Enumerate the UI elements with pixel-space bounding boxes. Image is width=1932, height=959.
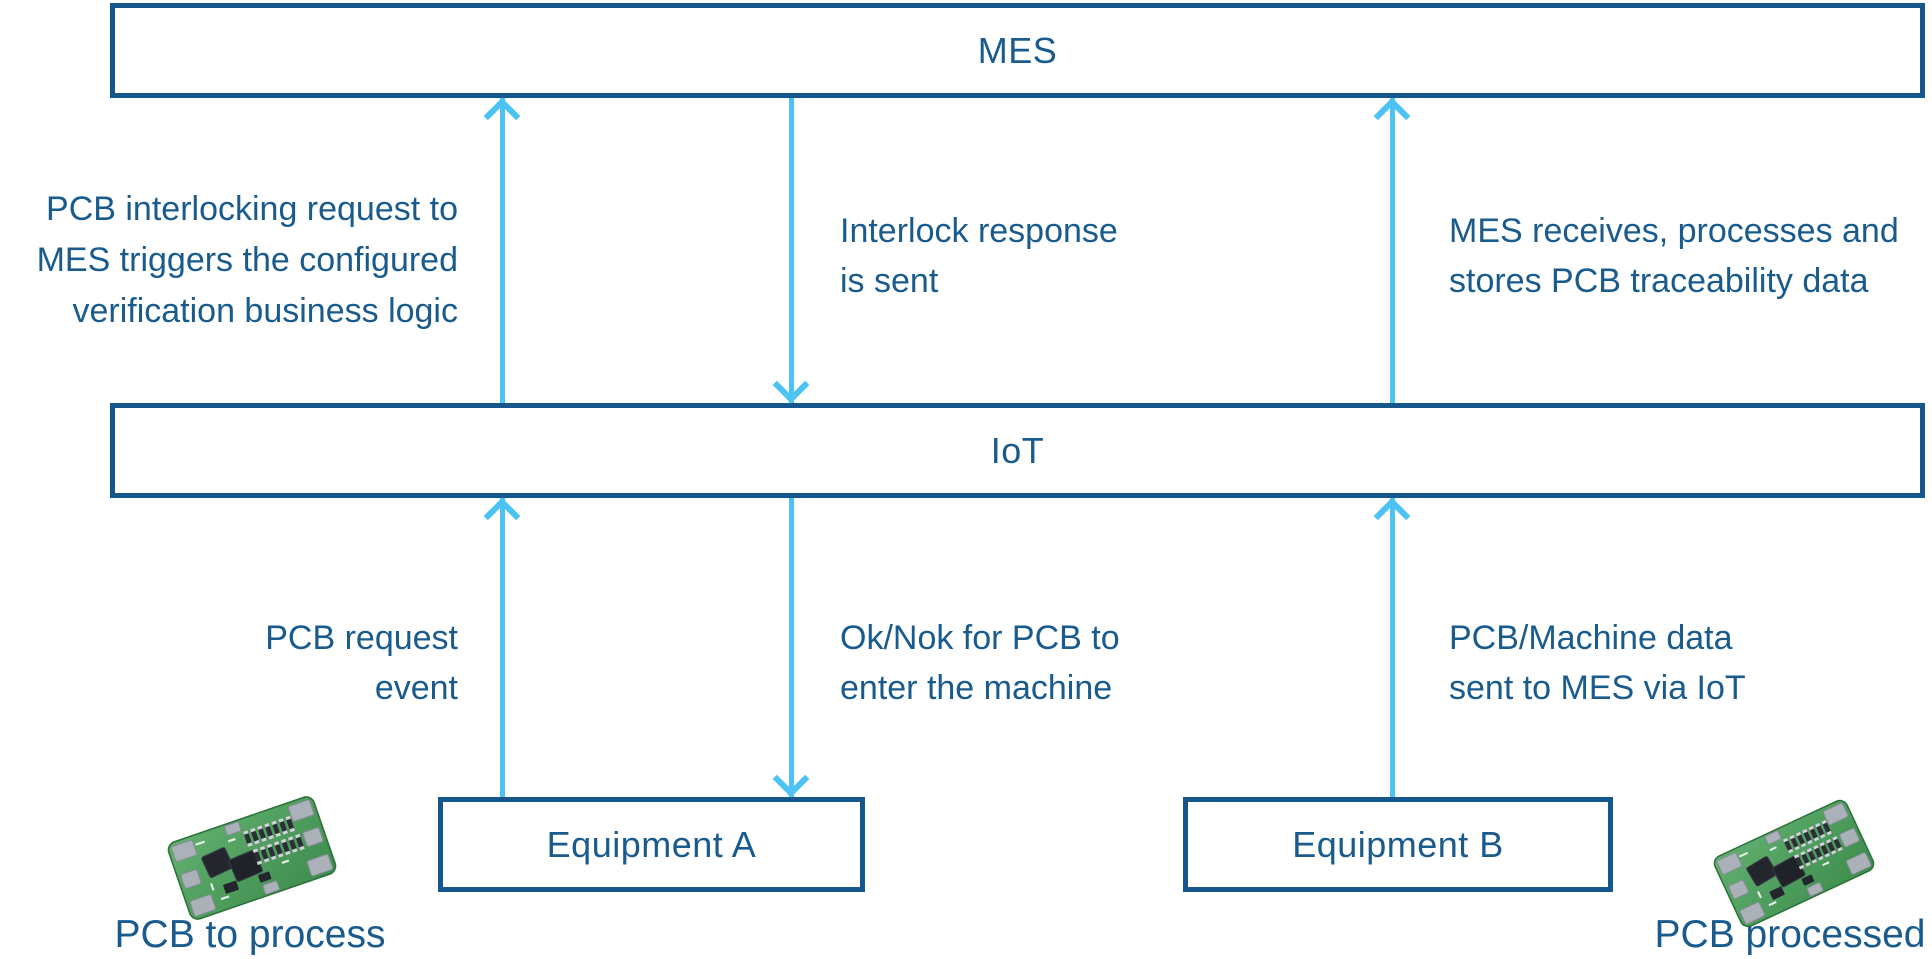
annotation-line: enter the machine: [840, 669, 1113, 707]
arrow-iot-to-mes-request: [483, 97, 521, 403]
equipment-a-label: Equipment A: [546, 823, 757, 865]
arrow-mes-to-iot-response: [772, 98, 810, 404]
equipment-b-node: Equipment B: [1183, 797, 1613, 892]
arrow-equipment-a-to-iot: [483, 497, 521, 797]
arrow-iot-to-equipment-a: [772, 498, 810, 798]
annotation-interlock-response: Interlock response is sent: [840, 206, 1118, 306]
arrow-up-icon: [483, 497, 521, 535]
annotation-traceability: MES receives, processes and stores PCB t…: [1449, 206, 1899, 306]
annotation-line: is sent: [840, 262, 939, 300]
annotation-line: PCB interlocking request to: [46, 190, 458, 228]
annotation-line: PCB request: [265, 619, 458, 657]
annotation-line: stores PCB traceability data: [1449, 262, 1869, 300]
arrow-up-icon: [1373, 97, 1411, 135]
caption-pcb-processed: PCB processed: [1654, 913, 1926, 956]
equipment-b-label: Equipment B: [1292, 823, 1504, 865]
arrow-iot-to-mes-data: [1373, 97, 1411, 403]
annotation-line: sent to MES via IoT: [1449, 669, 1746, 707]
annotation-line: Ok/Nok for PCB to: [840, 619, 1120, 657]
arrow-up-icon: [483, 97, 521, 135]
annotation-line: Interlock response: [840, 212, 1118, 250]
arrow-down-icon: [772, 366, 810, 404]
annotation-line: PCB/Machine data: [1449, 619, 1733, 657]
annotation-interlock-request: PCB interlocking request to MES triggers…: [0, 184, 458, 337]
annotation-line: verification business logic: [72, 292, 458, 330]
annotation-line: event: [374, 669, 458, 707]
iot-node-label: IoT: [990, 429, 1045, 471]
arrow-equipment-b-to-iot: [1373, 497, 1411, 797]
caption-pcb-to-process: PCB to process: [114, 913, 386, 956]
annotation-pcb-request: PCB request event: [258, 613, 458, 713]
annotation-line: MES triggers the configured: [36, 241, 458, 279]
annotation-ok-nok: Ok/Nok for PCB to enter the machine: [840, 613, 1120, 713]
annotation-pcb-machine-data: PCB/Machine data sent to MES via IoT: [1449, 613, 1746, 713]
arrow-down-icon: [772, 760, 810, 798]
equipment-a-node: Equipment A: [438, 797, 865, 892]
arrow-up-icon: [1373, 497, 1411, 535]
annotation-line: MES receives, processes and: [1449, 212, 1899, 250]
iot-node: IoT: [110, 403, 1925, 498]
mes-node-label: MES: [977, 29, 1058, 71]
mes-node: MES: [110, 3, 1925, 98]
pcb-board-image-left: [165, 793, 339, 923]
